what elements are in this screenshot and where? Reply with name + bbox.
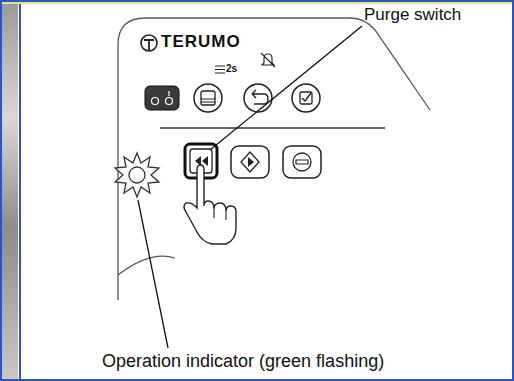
- back-icon: [252, 90, 268, 104]
- brand-name: TERUMO: [161, 33, 241, 52]
- power-icon: [166, 98, 173, 105]
- menu-button: [194, 84, 222, 112]
- callout-label: Purge switch: [364, 6, 461, 25]
- stop-icon: [293, 153, 311, 171]
- silence-icon: [261, 53, 275, 67]
- photo-strip: [2, 4, 18, 379]
- start-icon: [241, 152, 259, 172]
- panel-divider: [160, 127, 385, 129]
- back-button: [244, 84, 272, 112]
- power-icon: [152, 98, 159, 105]
- start-icon: [248, 157, 254, 167]
- confirm-icon: [300, 92, 312, 104]
- hold-time: 2s: [226, 63, 237, 74]
- menu-icon: [201, 99, 215, 102]
- logo-mark: [141, 35, 157, 51]
- panel-outline: [118, 18, 430, 300]
- logo-mark: [144, 40, 154, 50]
- power-icon: [168, 91, 169, 96]
- hold-icon: [215, 66, 225, 73]
- menu-icon: [201, 91, 215, 105]
- leader-line: [138, 200, 168, 348]
- panel-curve: [118, 256, 175, 275]
- hand-pointer: [184, 165, 236, 244]
- confirm-icon: [302, 93, 311, 101]
- hand-pointer: [214, 209, 226, 220]
- power-button: [145, 86, 179, 110]
- indicator-burst: [115, 153, 159, 197]
- stop-button: [283, 146, 321, 178]
- start-button: [231, 146, 269, 178]
- confirm-button: [292, 84, 320, 112]
- callout-label: Operation indicator (green flashing): [102, 352, 384, 372]
- stop-icon: [296, 160, 308, 164]
- frame-divider: [19, 4, 21, 379]
